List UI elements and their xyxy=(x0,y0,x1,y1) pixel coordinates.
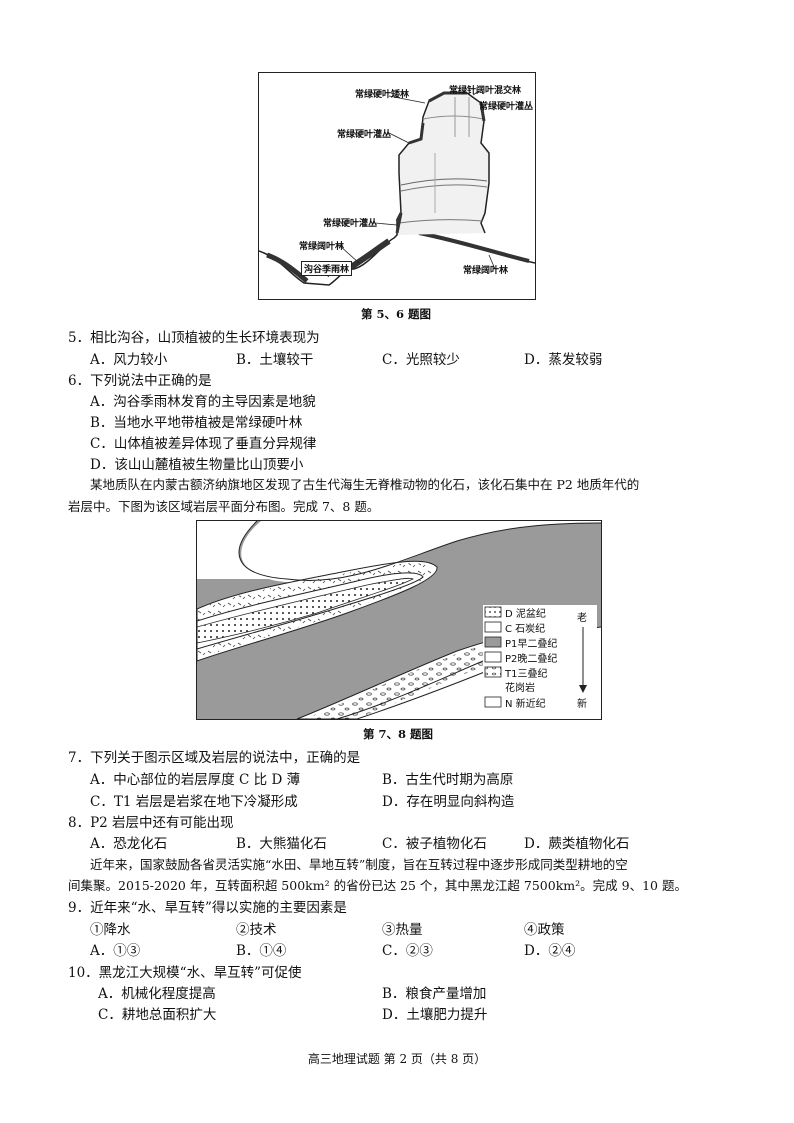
legend-d: D 泥盆纪 xyxy=(505,609,546,620)
q7-option-c[interactable]: C．T1 岩层是岩浆在地下冷凝形成 xyxy=(90,794,298,810)
q9-option-d[interactable]: D．②④ xyxy=(524,943,576,959)
label-top-right-1: 常绿针阔叶混交林 xyxy=(449,86,522,96)
q10-option-c[interactable]: C．耕地总面积扩大 xyxy=(98,1007,217,1023)
q9-option-a[interactable]: A．①③ xyxy=(90,943,141,959)
q8-option-d[interactable]: D．蕨类植物化石 xyxy=(524,836,630,852)
label-low-right: 常绿阔叶林 xyxy=(463,266,509,276)
q10-option-b[interactable]: B．粮食产量增加 xyxy=(382,986,487,1002)
q6-stem: 6．下列说法中正确的是 xyxy=(68,373,212,389)
q7-stem: 7．下列关于图示区域及岩层的说法中，正确的是 xyxy=(68,750,361,766)
q7-option-b[interactable]: B．古生代时期为高原 xyxy=(382,772,514,788)
q8-option-a[interactable]: A．恐龙化石 xyxy=(90,836,168,852)
figure2-caption: 第 7、8 题图 xyxy=(362,727,433,741)
label-mid-left: 常绿硬叶灌丛 xyxy=(337,130,392,140)
legend-p1: P1早二叠纪 xyxy=(505,639,558,650)
q9-factor-2: ②技术 xyxy=(236,922,277,938)
q6-option-d[interactable]: D．该山山麓植被生物量比山顶要小 xyxy=(90,457,304,473)
q6-option-a[interactable]: A．沟谷季雨林发育的主导因素是地貌 xyxy=(90,394,316,410)
q5-stem: 5．相比沟谷，山顶植被的生长环境表现为 xyxy=(68,330,320,346)
q9-factor-1: ①降水 xyxy=(90,922,131,938)
label-top-left: 常绿硬叶矮林 xyxy=(355,90,410,100)
q10-stem: 10．黑龙江大规模“水、旱互转”可促使 xyxy=(68,965,302,981)
label-top-right-2: 常绿硬叶灌丛 xyxy=(479,102,534,112)
legend-c: C 石炭纪 xyxy=(505,624,546,635)
mountain-diagram xyxy=(258,90,536,286)
q5-option-b[interactable]: B．土壤较干 xyxy=(236,352,314,368)
page-footer: 高三地理试题 第 2 页（共 8 页） xyxy=(307,1052,487,1066)
q5-option-a[interactable]: A．风力较小 xyxy=(90,352,168,368)
q8-stem: 8．P2 岩层中还有可能出现 xyxy=(68,815,234,831)
legend-p2: P2晚二叠纪 xyxy=(505,654,558,665)
legend-n: N 新近纪 xyxy=(505,699,546,710)
legend: D 泥盆纪 C 石炭纪 P1早二叠纪 P2晚二叠纪 T1三叠纪 花岗岩 N 新近… xyxy=(483,605,597,715)
q6-option-c[interactable]: C．山体植被差异体现了垂直分异规律 xyxy=(90,436,317,452)
passage3-line1: 近年来，国家鼓励各省灵活实施“水田、旱地互转”制度，旨在互转过程中逐步形成同类型… xyxy=(90,857,628,872)
label-low-left-2: 常绿阔叶林 xyxy=(299,242,345,252)
figure-strata-map: D 泥盆纪 C 石炭纪 P1早二叠纪 P2晚二叠纪 T1三叠纪 花岗岩 N 新近… xyxy=(196,520,602,720)
passage2-line2: 岩层中。下图为该区域岩层平面分布图。完成 7、8 题。 xyxy=(68,499,380,514)
q10-option-a[interactable]: A．机械化程度提高 xyxy=(98,986,216,1002)
legend-old: 老 xyxy=(577,613,587,624)
q8-option-c[interactable]: C．被子植物化石 xyxy=(382,836,487,852)
q9-factor-4: ④政策 xyxy=(524,922,565,938)
q9-option-b[interactable]: B．①④ xyxy=(236,943,287,959)
q9-option-c[interactable]: C．②③ xyxy=(382,943,433,959)
figure1-caption: 第 5、6 题图 xyxy=(360,307,431,321)
q9-stem: 9．近年来“水、旱互转”得以实施的主要因素是 xyxy=(68,900,347,916)
q8-option-b[interactable]: B．大熊猫化石 xyxy=(236,836,327,852)
legend-granite: 花岗岩 xyxy=(505,683,535,694)
label-valley: 沟谷季雨林 xyxy=(301,261,353,276)
legend-swatches xyxy=(484,606,587,708)
figure-mountain-vegetation: 常绿硬叶矮林 常绿针阔叶混交林 常绿硬叶灌丛 常绿硬叶灌丛 常绿硬叶灌丛 常绿阔… xyxy=(258,72,536,300)
q10-option-d[interactable]: D．土壤肥力提升 xyxy=(382,1007,488,1023)
q6-option-b[interactable]: B．当地水平地带植被是常绿硬叶林 xyxy=(90,415,303,431)
passage2-line1: 某地质队在内蒙古额济纳旗地区发现了古生代海生无脊椎动物的化石，该化石集中在 P2… xyxy=(90,477,640,492)
legend-t1: T1三叠纪 xyxy=(505,669,548,680)
passage3-line2: 间集聚。2015-2020 年，互转面积超 500km² 的省份已达 25 个，… xyxy=(68,878,687,893)
legend-new: 新 xyxy=(577,699,587,710)
q5-option-d[interactable]: D．蒸发较弱 xyxy=(524,352,603,368)
q7-option-a[interactable]: A．中心部位的岩层厚度 C 比 D 薄 xyxy=(90,772,301,788)
q9-factor-3: ③热量 xyxy=(382,922,423,938)
q5-option-c[interactable]: C．光照较少 xyxy=(382,352,460,368)
q7-option-d[interactable]: D．存在明显向斜构造 xyxy=(382,794,515,810)
label-low-left: 常绿硬叶灌丛 xyxy=(323,219,378,229)
